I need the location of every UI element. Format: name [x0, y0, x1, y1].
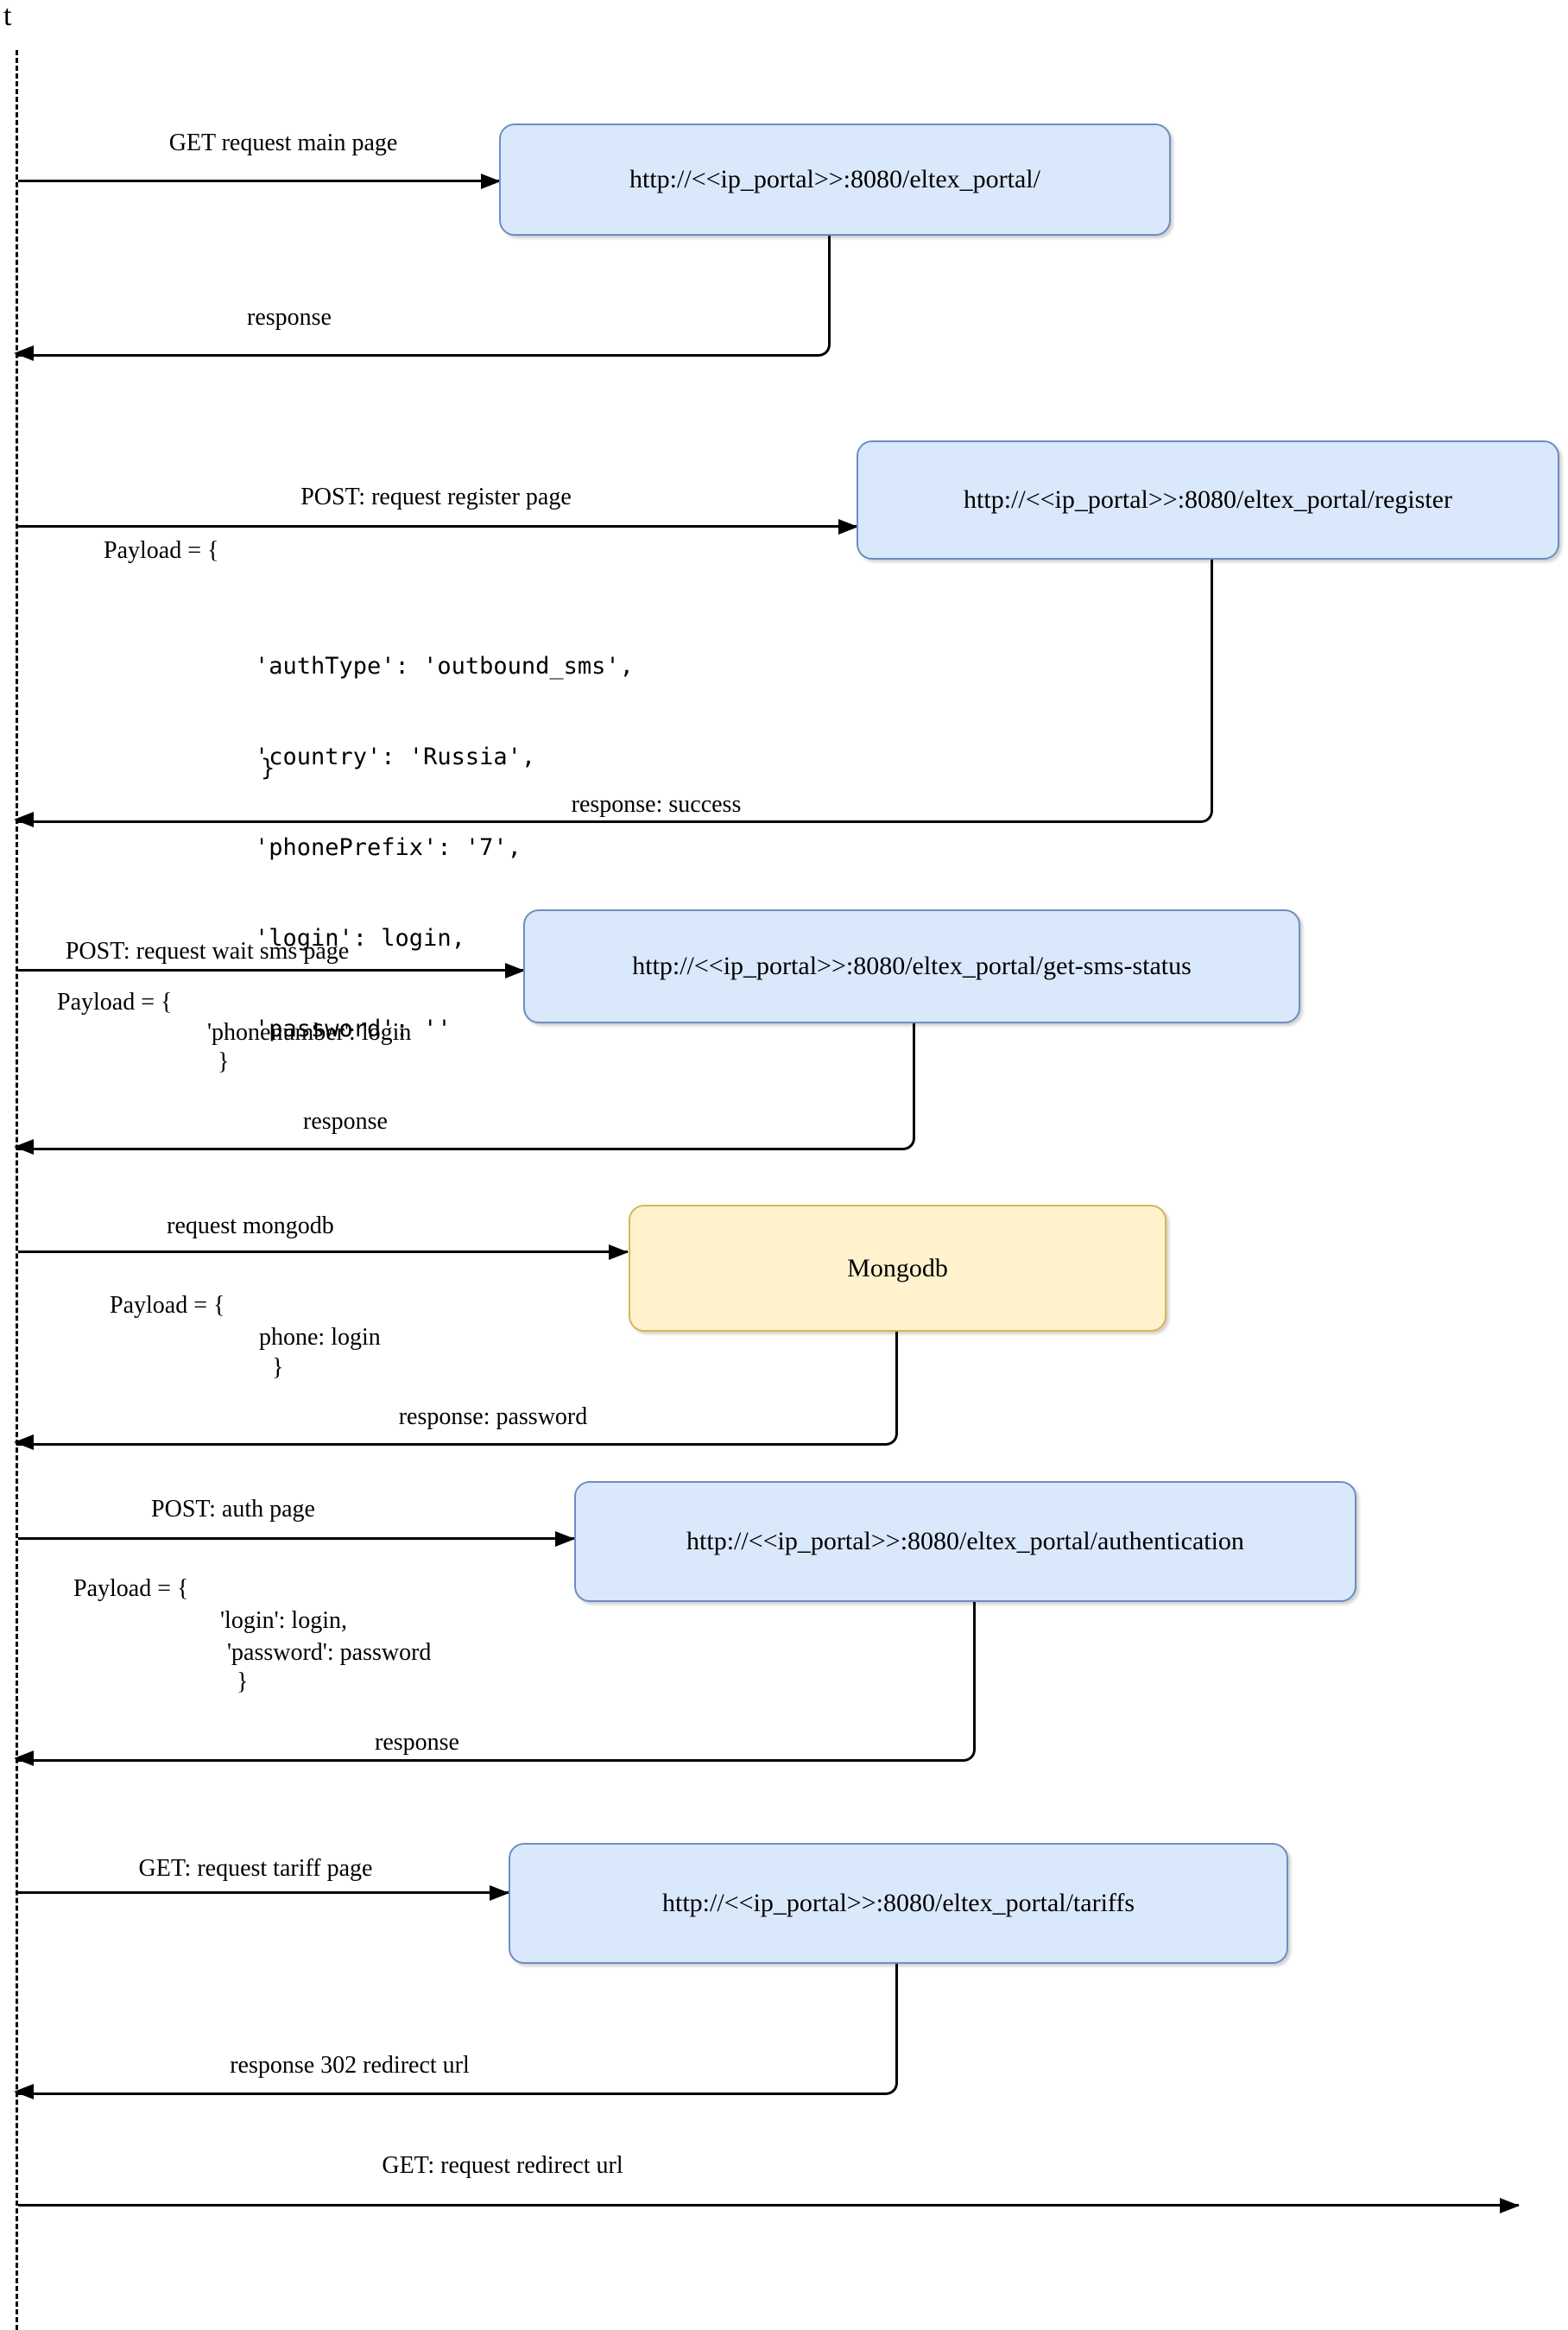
payload-line: 'phonenumber': login	[207, 1019, 412, 1046]
payload-line: 'phonePrefix': '7',	[255, 834, 522, 861]
payload-open-wait-sms: Payload = {	[57, 989, 173, 1016]
request-arrow-register	[18, 519, 858, 535]
payload-open-mongodb: Payload = {	[110, 1292, 225, 1319]
arrow-left-icon	[14, 2084, 34, 2099]
endpoint-url-main-page: http://<<ip_portal>>:8080/eltex_portal/	[629, 165, 1040, 193]
arrow-left-icon	[14, 1434, 34, 1450]
arrow-left-icon	[14, 1751, 34, 1766]
response-connector-register	[14, 560, 1213, 827]
endpoint-url-authentication: http://<<ip_portal>>:8080/eltex_portal/a…	[686, 1527, 1244, 1555]
response-label-tariff: response 302 redirect url	[230, 2052, 470, 2079]
payload-line: 'password': password	[227, 1639, 432, 1666]
arrow-right-icon	[1500, 2198, 1520, 2213]
arrow-left-icon	[14, 345, 34, 361]
endpoint-box-tariffs: http://<<ip_portal>>:8080/eltex_portal/t…	[509, 1843, 1288, 1964]
response-connector-wait-sms	[14, 1023, 915, 1155]
request-label-auth: POST: auth page	[151, 1496, 315, 1523]
arrow-right-icon	[838, 519, 858, 535]
response-label-main-page: response	[247, 304, 332, 331]
payload-close-register: }	[261, 755, 275, 782]
endpoint-box-authentication: http://<<ip_portal>>:8080/eltex_portal/a…	[574, 1481, 1356, 1602]
database-name: Mongodb	[847, 1253, 948, 1282]
payload-line: 'authType': 'outbound_sms',	[255, 653, 634, 680]
response-connector-main-page	[14, 236, 831, 361]
response-label-mongodb: response: password	[398, 1403, 588, 1430]
request-arrow-redirect	[18, 2198, 1520, 2213]
response-label-wait-sms: response	[303, 1108, 388, 1135]
request-label-redirect: GET: request redirect url	[382, 2152, 623, 2179]
client-lifeline	[16, 50, 18, 2330]
arrow-right-icon	[609, 1244, 629, 1260]
payload-line: 'login': login,	[255, 925, 465, 952]
response-connector-mongodb	[14, 1332, 898, 1450]
response-connector-auth	[14, 1602, 976, 1766]
payload-close-wait-sms: }	[218, 1048, 230, 1075]
request-arrow-tariff	[18, 1885, 509, 1901]
arrow-right-icon	[505, 963, 525, 978]
request-arrow-main-page	[18, 174, 501, 189]
response-label-register: response: success	[571, 791, 742, 818]
arrow-right-icon	[555, 1531, 575, 1547]
database-box-mongodb: Mongodb	[629, 1205, 1167, 1332]
request-arrow-wait-sms	[18, 963, 525, 978]
endpoint-url-register: http://<<ip_portal>>:8080/eltex_portal/r…	[964, 485, 1452, 514]
payload-line: 'login': login,	[220, 1607, 347, 1634]
request-arrow-mongodb	[18, 1244, 629, 1260]
request-label-mongodb: request mongodb	[167, 1212, 334, 1239]
arrow-right-icon	[490, 1885, 509, 1901]
arrow-left-icon	[14, 1139, 34, 1155]
endpoint-box-sms-status: http://<<ip_portal>>:8080/eltex_portal/g…	[523, 909, 1300, 1023]
response-label-auth: response	[375, 1729, 459, 1756]
request-arrow-auth	[18, 1531, 575, 1547]
arrow-left-icon	[14, 812, 34, 827]
endpoint-url-sms-status: http://<<ip_portal>>:8080/eltex_portal/g…	[632, 952, 1192, 980]
request-label-main-page: GET request main page	[168, 130, 398, 156]
payload-line: 'country': 'Russia',	[255, 744, 536, 770]
payload-open-auth: Payload = {	[73, 1575, 189, 1602]
endpoint-url-tariffs: http://<<ip_portal>>:8080/eltex_portal/t…	[661, 1889, 1135, 1917]
arrow-right-icon	[481, 174, 501, 189]
endpoint-box-register: http://<<ip_portal>>:8080/eltex_portal/r…	[857, 440, 1559, 560]
request-label-tariff: GET: request tariff page	[138, 1855, 373, 1882]
payload-line: 'password': ''	[255, 1016, 452, 1042]
payload-body-register: 'authType': 'outbound_sms', 'country': '…	[255, 591, 634, 1105]
payload-open-register: Payload = {	[104, 537, 219, 564]
time-axis-label: t	[3, 0, 12, 32]
endpoint-box-main-page: http://<<ip_portal>>:8080/eltex_portal/	[499, 123, 1171, 236]
payload-close-auth: }	[237, 1668, 249, 1695]
payload-close-mongodb: }	[272, 1354, 284, 1381]
response-connector-tariff	[14, 1964, 898, 2099]
payload-line: phone: login	[259, 1324, 381, 1351]
request-label-register: POST: request register page	[300, 484, 572, 510]
request-label-wait-sms: POST: request wait sms page	[65, 938, 350, 965]
